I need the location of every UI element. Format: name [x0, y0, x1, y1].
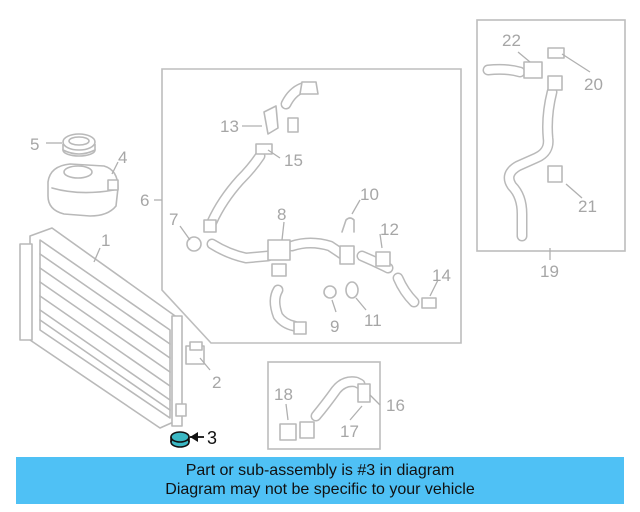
callout-1: 1 — [101, 231, 110, 250]
callout-11: 11 — [364, 311, 382, 330]
callout-8: 8 — [277, 205, 286, 224]
callout-9: 9 — [330, 317, 339, 336]
callout-20: 20 — [584, 75, 603, 94]
banner-line-part: Part or sub-assembly is #3 in diagram — [185, 462, 455, 479]
callout-22: 22 — [502, 31, 521, 50]
bracket-part — [185, 341, 205, 365]
callout-10: 10 — [360, 185, 379, 204]
fittings-group-6 — [186, 81, 437, 335]
callout-13: 13 — [220, 117, 239, 136]
banner-line-disclaimer: Diagram may not be specific to your vehi… — [165, 481, 475, 498]
leader-lines — [46, 51, 591, 421]
hose-group-19 — [482, 47, 565, 242]
highlighted-part-3 — [170, 431, 204, 448]
radiator-part — [19, 227, 187, 429]
callout-14: 14 — [432, 266, 451, 285]
callout-18: 18 — [274, 385, 293, 404]
hose-group-16 — [279, 376, 371, 441]
callout-12: 12 — [380, 220, 399, 239]
callout-15: 15 — [284, 151, 303, 170]
callout-7: 7 — [169, 210, 178, 229]
group-box-16 — [267, 361, 381, 450]
callout-16: 16 — [386, 396, 405, 415]
callout-21: 21 — [578, 197, 597, 216]
hose-group-6 — [206, 82, 420, 332]
callout-17: 17 — [340, 422, 359, 441]
callout-6: 6 — [140, 191, 149, 210]
info-banner: Part or sub-assembly is #3 in diagram Di… — [16, 457, 624, 504]
group-box-6 — [161, 68, 462, 344]
callout-4: 4 — [118, 148, 127, 167]
callout-3: 3 — [207, 428, 217, 448]
callout-2: 2 — [212, 373, 221, 392]
group-box-19 — [476, 19, 626, 252]
reservoir-part — [47, 163, 119, 217]
callout-5: 5 — [30, 135, 39, 154]
callout-19: 19 — [540, 262, 559, 281]
cap-part — [62, 133, 96, 157]
